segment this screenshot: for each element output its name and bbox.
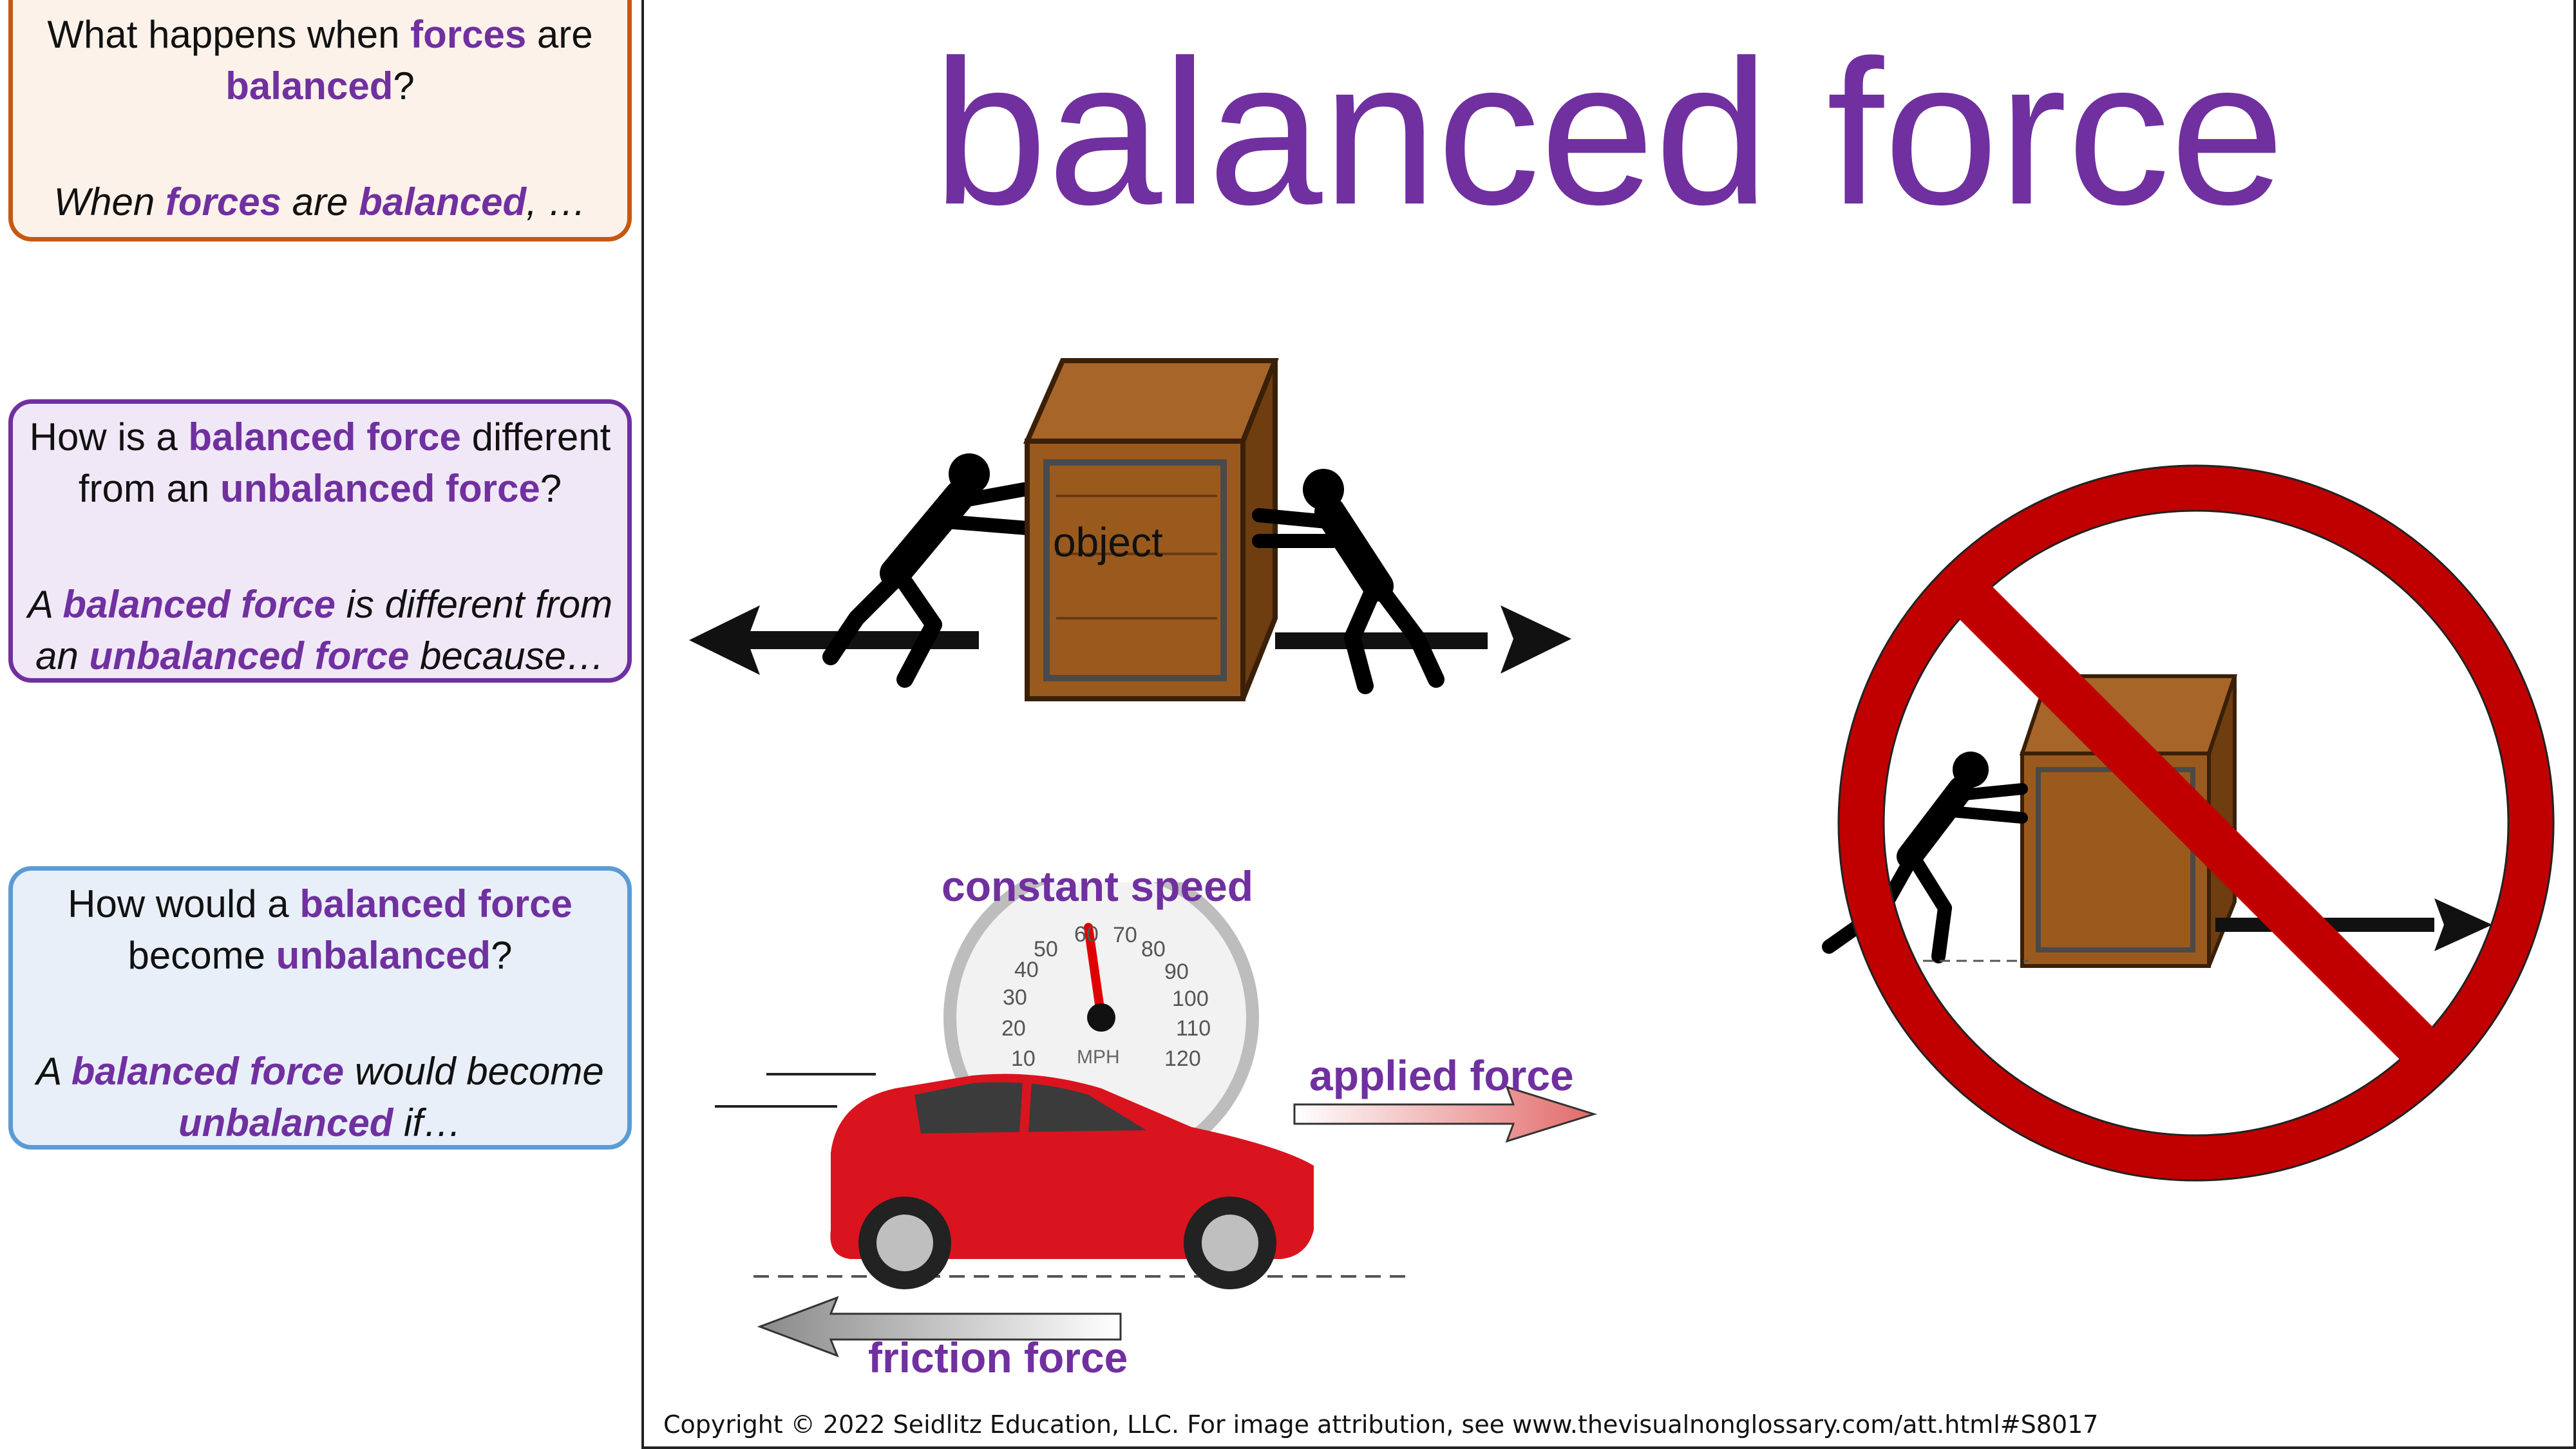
copyright-footer: Copyright © 2022 Seidlitz Education, LLC… xyxy=(663,1410,2099,1439)
page-title: balanced force xyxy=(933,17,2285,247)
right-force-arrow xyxy=(1275,605,1571,674)
applied-force-label: applied force xyxy=(1309,1052,1574,1099)
friction-force-label: friction force xyxy=(868,1334,1128,1381)
stem-question: How is a balanced force different from a… xyxy=(29,415,611,510)
car-constant-speed-illustration xyxy=(715,882,1598,1358)
prohibition-slash xyxy=(1944,571,2448,1075)
stem-question: How would a balanced force become unbala… xyxy=(68,882,573,977)
right-pushing-person xyxy=(1252,469,1444,694)
prohibition-circle xyxy=(1839,466,2553,1180)
gauge-tick: 60 xyxy=(1074,922,1099,947)
applied-force-arrow xyxy=(1293,1085,1598,1143)
non-example-illustration xyxy=(1822,464,2555,1182)
gauge-tick: 10 xyxy=(1011,1046,1036,1071)
gauge-tick: 30 xyxy=(1003,985,1027,1010)
stem-starter: When forces are balanced, … xyxy=(53,180,587,223)
gauge-unit-label: MPH xyxy=(1077,1046,1120,1068)
gauge-tick: 80 xyxy=(1141,937,1166,961)
sentence-stem-panel-3: How would a balanced force become unbala… xyxy=(8,866,632,1150)
gauge-tick: 20 xyxy=(1001,1016,1026,1041)
red-car xyxy=(830,1074,1314,1289)
balanced-push-illustration xyxy=(689,358,1571,701)
left-pushing-person xyxy=(822,453,1034,688)
crate-label: object xyxy=(1053,519,1163,565)
speed-label: constant speed xyxy=(942,862,1254,910)
friction-force-arrow xyxy=(757,1296,1122,1358)
sentence-stem-panel-2: How is a balanced force different from a… xyxy=(8,399,632,683)
gauge-tick: 50 xyxy=(1034,937,1058,961)
gauge-tick: 100 xyxy=(1172,987,1209,1011)
sentence-stem-panel-1: What happens when forces are balanced? W… xyxy=(8,0,632,242)
stem-question: What happens when forces are balanced? xyxy=(47,13,593,108)
prohibition-sign xyxy=(1837,464,2555,1182)
gauge-tick: 40 xyxy=(1014,958,1039,982)
crate-object xyxy=(1023,358,1279,701)
gauge-tick: 90 xyxy=(1164,960,1189,984)
stem-starter: A balanced force is different from an un… xyxy=(27,583,613,677)
gauge-tick: 120 xyxy=(1164,1046,1201,1071)
gauge-tick: 110 xyxy=(1176,1016,1211,1041)
gauge-tick: 70 xyxy=(1113,923,1137,947)
stem-starter: A balanced force would become unbalanced… xyxy=(36,1050,604,1144)
illustration-frame xyxy=(641,0,2576,1449)
